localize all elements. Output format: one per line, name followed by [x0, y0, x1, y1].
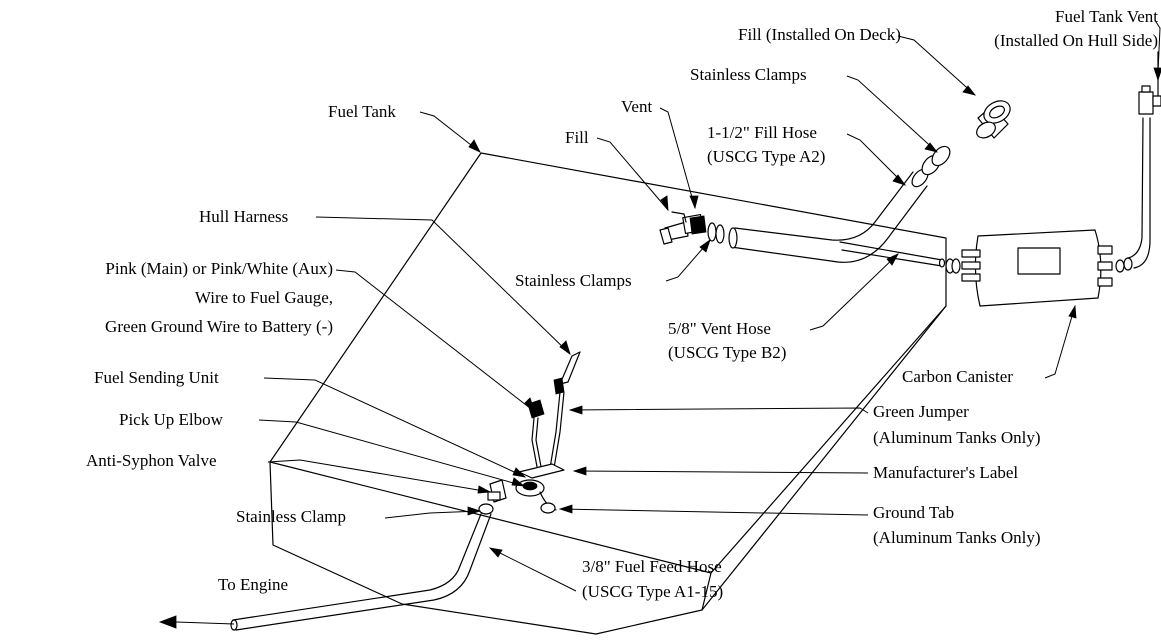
- label-green-jumper-2: (Aluminum Tanks Only): [873, 428, 1041, 447]
- label-tank-vent-1: Fuel Tank Vent: [1055, 7, 1158, 26]
- leader-lines: [258, 21, 1161, 592]
- label-vent-hose-1: 5/8" Vent Hose: [668, 319, 771, 338]
- label-manufacturer: Manufacturer's Label: [873, 463, 1018, 482]
- hull-vent: [1127, 51, 1161, 269]
- label-fill: Fill: [565, 128, 589, 147]
- label-ground-tab-2: (Aluminum Tanks Only): [873, 528, 1041, 547]
- label-tank-vent-2: (Installed On Hull Side): [994, 31, 1158, 50]
- sending-unit: [515, 351, 581, 514]
- tank-fill-vent-fitting: [659, 211, 725, 245]
- vent-hose: [839, 241, 961, 274]
- label-fill-hose-2: (USCG Type A2): [707, 147, 825, 166]
- label-stainless-clamps-top: Stainless Clamps: [690, 65, 807, 84]
- label-ground-tab-1: Ground Tab: [873, 503, 954, 522]
- deck-fill: [976, 100, 1011, 139]
- labels: Fuel Tank Fill (Installed On Deck) Fuel …: [86, 7, 1158, 601]
- label-stainless-clamps-mid: Stainless Clamps: [515, 271, 632, 290]
- fuel-tank: [269, 152, 947, 635]
- label-wire-3: Green Ground Wire to Battery (-): [105, 317, 333, 336]
- fuel-feed-hose: [230, 503, 494, 631]
- label-wire-2: Wire to Fuel Gauge,: [195, 288, 333, 307]
- label-pick-up-elbow: Pick Up Elbow: [119, 410, 224, 429]
- label-fill-hose-1: 1-1/2" Fill Hose: [707, 123, 817, 142]
- label-hull-harness: Hull Harness: [199, 207, 288, 226]
- carbon-canister: [961, 229, 1133, 307]
- label-vent-hose-2: (USCG Type B2): [668, 343, 786, 362]
- label-green-jumper-1: Green Jumper: [873, 402, 969, 421]
- label-carbon-canister: Carbon Canister: [902, 367, 1013, 386]
- label-fuel-tank: Fuel Tank: [328, 102, 396, 121]
- label-fuel-sending-unit: Fuel Sending Unit: [94, 368, 219, 387]
- label-anti-syphon: Anti-Syphon Valve: [86, 451, 217, 470]
- label-vent: Vent: [621, 97, 652, 116]
- label-feed-hose-1: 3/8" Fuel Feed Hose: [582, 557, 722, 576]
- label-fill-deck: Fill (Installed On Deck): [738, 25, 901, 44]
- label-feed-hose-2: (USCG Type A1-15): [582, 582, 723, 601]
- label-stainless-clamp: Stainless Clamp: [236, 507, 346, 526]
- anti-syphon-valve: [487, 479, 507, 503]
- arrowheads: [158, 67, 1161, 629]
- label-wire-1: Pink (Main) or Pink/White (Aux): [105, 259, 333, 278]
- label-to-engine: To Engine: [218, 575, 288, 594]
